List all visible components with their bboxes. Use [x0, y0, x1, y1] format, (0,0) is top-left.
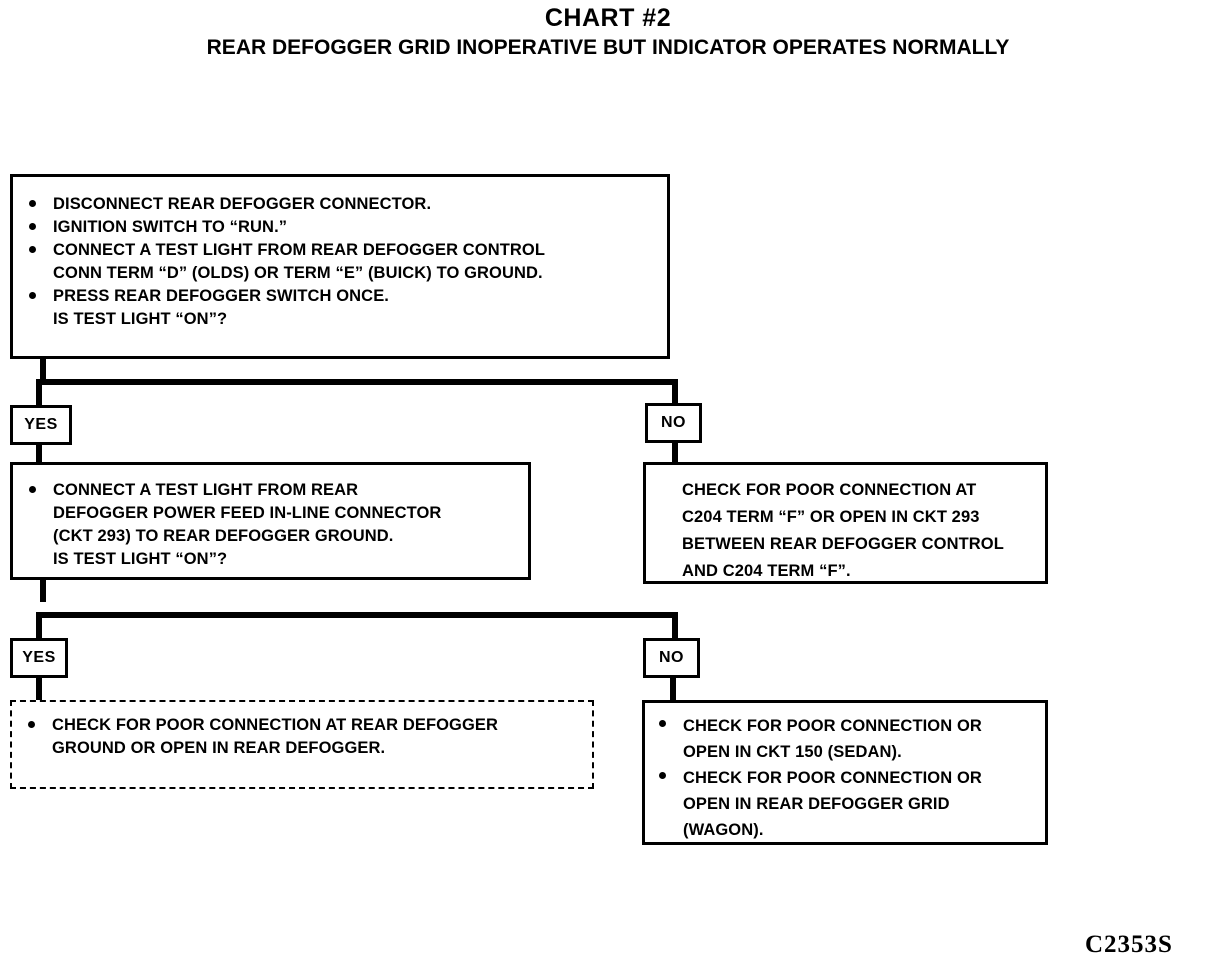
instruction-line: OPEN IN REAR DEFOGGER GRID: [659, 791, 1059, 817]
instruction-text: (WAGON).: [683, 821, 764, 839]
decision-box-step2-yes: CONNECT A TEST LIGHT FROM REAR DEFOGGER P…: [10, 462, 531, 580]
instruction-text: IGNITION SWITCH TO “RUN.”: [53, 218, 288, 236]
bullet-dot-icon: [28, 721, 35, 728]
step1-lines: DISCONNECT REAR DEFOGGER CONNECTOR. IGNIT…: [13, 177, 683, 331]
bullet-icon: [29, 216, 53, 239]
chart-code: C2353S: [1085, 931, 1173, 958]
branch-label-yes-1[interactable]: YES: [10, 405, 72, 445]
instruction-text: AND C204 TERM “F”.: [682, 562, 851, 580]
instruction-text: CONNECT A TEST LIGHT FROM REAR DEFOGGER …: [53, 241, 546, 259]
instruction-text: CHECK FOR POOR CONNECTION AT: [682, 481, 977, 499]
connector-yes1-stem: [36, 444, 42, 464]
instruction-line: CONN TERM “D” (OLDS) OR TERM “E” (BUICK)…: [29, 262, 683, 285]
connector-step2-stem: [40, 580, 46, 602]
connector-step1-stem: [40, 359, 46, 381]
bullet-dot-icon: [29, 223, 36, 230]
page-subtitle: REAR DEFOGGER GRID INOPERATIVE BUT INDIC…: [206, 36, 1010, 59]
instruction-line: C204 TERM “F” OR OPEN IN CKT 293: [658, 504, 1057, 531]
connector-to-yes-2: [36, 612, 42, 640]
instruction-line: OPEN IN CKT 150 (SEDAN).: [659, 739, 1059, 765]
instruction-line: CHECK FOR POOR CONNECTION OR: [659, 713, 1059, 739]
instruction-line: GROUND OR OPEN IN REAR DEFOGGER.: [28, 737, 608, 760]
branch-label-no-1[interactable]: NO: [645, 403, 702, 443]
branch-label-yes-2[interactable]: YES: [10, 638, 68, 678]
bullet-dot-icon: [29, 246, 36, 253]
connector-no1-stem: [672, 442, 678, 464]
bullet-icon: [29, 193, 53, 216]
branch-label-no-2[interactable]: NO: [643, 638, 700, 678]
bullet-icon: [29, 479, 53, 502]
instruction-line: CONNECT A TEST LIGHT FROM REAR DEFOGGER …: [29, 239, 683, 262]
instruction-text: IS TEST LIGHT “ON”?: [53, 310, 228, 328]
bullet-icon: [29, 285, 53, 308]
instruction-line: CHECK FOR POOR CONNECTION AT REAR DEFOGG…: [28, 714, 608, 737]
bullet-dot-icon: [29, 486, 36, 493]
instruction-text: PRESS REAR DEFOGGER SWITCH ONCE.: [53, 287, 389, 305]
bullet-dot-icon: [29, 200, 36, 207]
bullet-dot-icon: [659, 720, 666, 727]
instruction-line: CONNECT A TEST LIGHT FROM REAR: [29, 479, 544, 502]
instruction-line: AND C204 TERM “F”.: [658, 558, 1057, 585]
result-box-step2-no: CHECK FOR POOR CONNECTION AT C204 TERM “F…: [643, 462, 1048, 584]
connector-no2-stem: [670, 677, 676, 701]
instruction-text: BETWEEN REAR DEFOGGER CONTROL: [682, 535, 1004, 553]
page-title: CHART #2: [544, 4, 672, 32]
instruction-text: C204 TERM “F” OR OPEN IN CKT 293: [682, 508, 980, 526]
step3-yes-lines: CHECK FOR POOR CONNECTION AT REAR DEFOGG…: [12, 702, 608, 760]
connector-to-no-1: [672, 379, 678, 407]
instruction-line: PRESS REAR DEFOGGER SWITCH ONCE.: [29, 285, 683, 308]
bullet-dot-icon: [29, 292, 36, 299]
instruction-line: (WAGON).: [659, 817, 1059, 843]
connector-yes2-stem: [36, 677, 42, 701]
instruction-text: CONNECT A TEST LIGHT FROM REAR: [53, 481, 359, 499]
instruction-line: (CKT 293) TO REAR DEFOGGER GROUND.: [29, 525, 544, 548]
instruction-text: CHECK FOR POOR CONNECTION OR: [683, 717, 982, 735]
instruction-text: CHECK FOR POOR CONNECTION AT REAR DEFOGG…: [52, 716, 499, 734]
instruction-line: DISCONNECT REAR DEFOGGER CONNECTOR.: [29, 193, 683, 216]
instruction-text: IS TEST LIGHT “ON”?: [53, 550, 228, 568]
step2-no-lines: CHECK FOR POOR CONNECTION AT C204 TERM “F…: [646, 465, 1057, 585]
bullet-dot-icon: [659, 772, 666, 779]
result-box-step3-yes: CHECK FOR POOR CONNECTION AT REAR DEFOGG…: [10, 700, 594, 789]
bullet-icon: [659, 765, 683, 788]
instruction-line: IS TEST LIGHT “ON”?: [29, 308, 683, 331]
instruction-text: CONN TERM “D” (OLDS) OR TERM “E” (BUICK)…: [53, 264, 543, 282]
bullet-icon: [29, 239, 53, 262]
instruction-text: (CKT 293) TO REAR DEFOGGER GROUND.: [53, 527, 394, 545]
connector-split-bar-2: [40, 612, 678, 618]
instruction-text: GROUND OR OPEN IN REAR DEFOGGER.: [52, 739, 386, 757]
instruction-text: CHECK FOR POOR CONNECTION OR: [683, 769, 982, 787]
result-box-step3-no: CHECK FOR POOR CONNECTION OR OPEN IN CKT …: [642, 700, 1048, 845]
instruction-line: CHECK FOR POOR CONNECTION OR: [659, 765, 1059, 791]
instruction-line: CHECK FOR POOR CONNECTION AT: [658, 477, 1057, 504]
bullet-icon: [28, 714, 52, 737]
instruction-text: OPEN IN REAR DEFOGGER GRID: [683, 795, 950, 813]
connector-split-bar-1: [40, 379, 678, 385]
instruction-text: OPEN IN CKT 150 (SEDAN).: [683, 743, 902, 761]
connector-to-no-2: [672, 612, 678, 640]
bullet-icon: [659, 713, 683, 736]
step3-no-lines: CHECK FOR POOR CONNECTION OR OPEN IN CKT …: [645, 703, 1059, 843]
instruction-line: IS TEST LIGHT “ON”?: [29, 548, 544, 571]
instruction-line: DEFOGGER POWER FEED IN-LINE CONNECTOR: [29, 502, 544, 525]
instruction-text: DISCONNECT REAR DEFOGGER CONNECTOR.: [53, 195, 432, 213]
connector-to-yes-1: [36, 379, 42, 407]
step2-yes-lines: CONNECT A TEST LIGHT FROM REAR DEFOGGER P…: [13, 465, 544, 571]
decision-box-step1: DISCONNECT REAR DEFOGGER CONNECTOR. IGNIT…: [10, 174, 670, 359]
instruction-line: IGNITION SWITCH TO “RUN.”: [29, 216, 683, 239]
instruction-line: BETWEEN REAR DEFOGGER CONTROL: [658, 531, 1057, 558]
instruction-text: DEFOGGER POWER FEED IN-LINE CONNECTOR: [53, 504, 442, 522]
